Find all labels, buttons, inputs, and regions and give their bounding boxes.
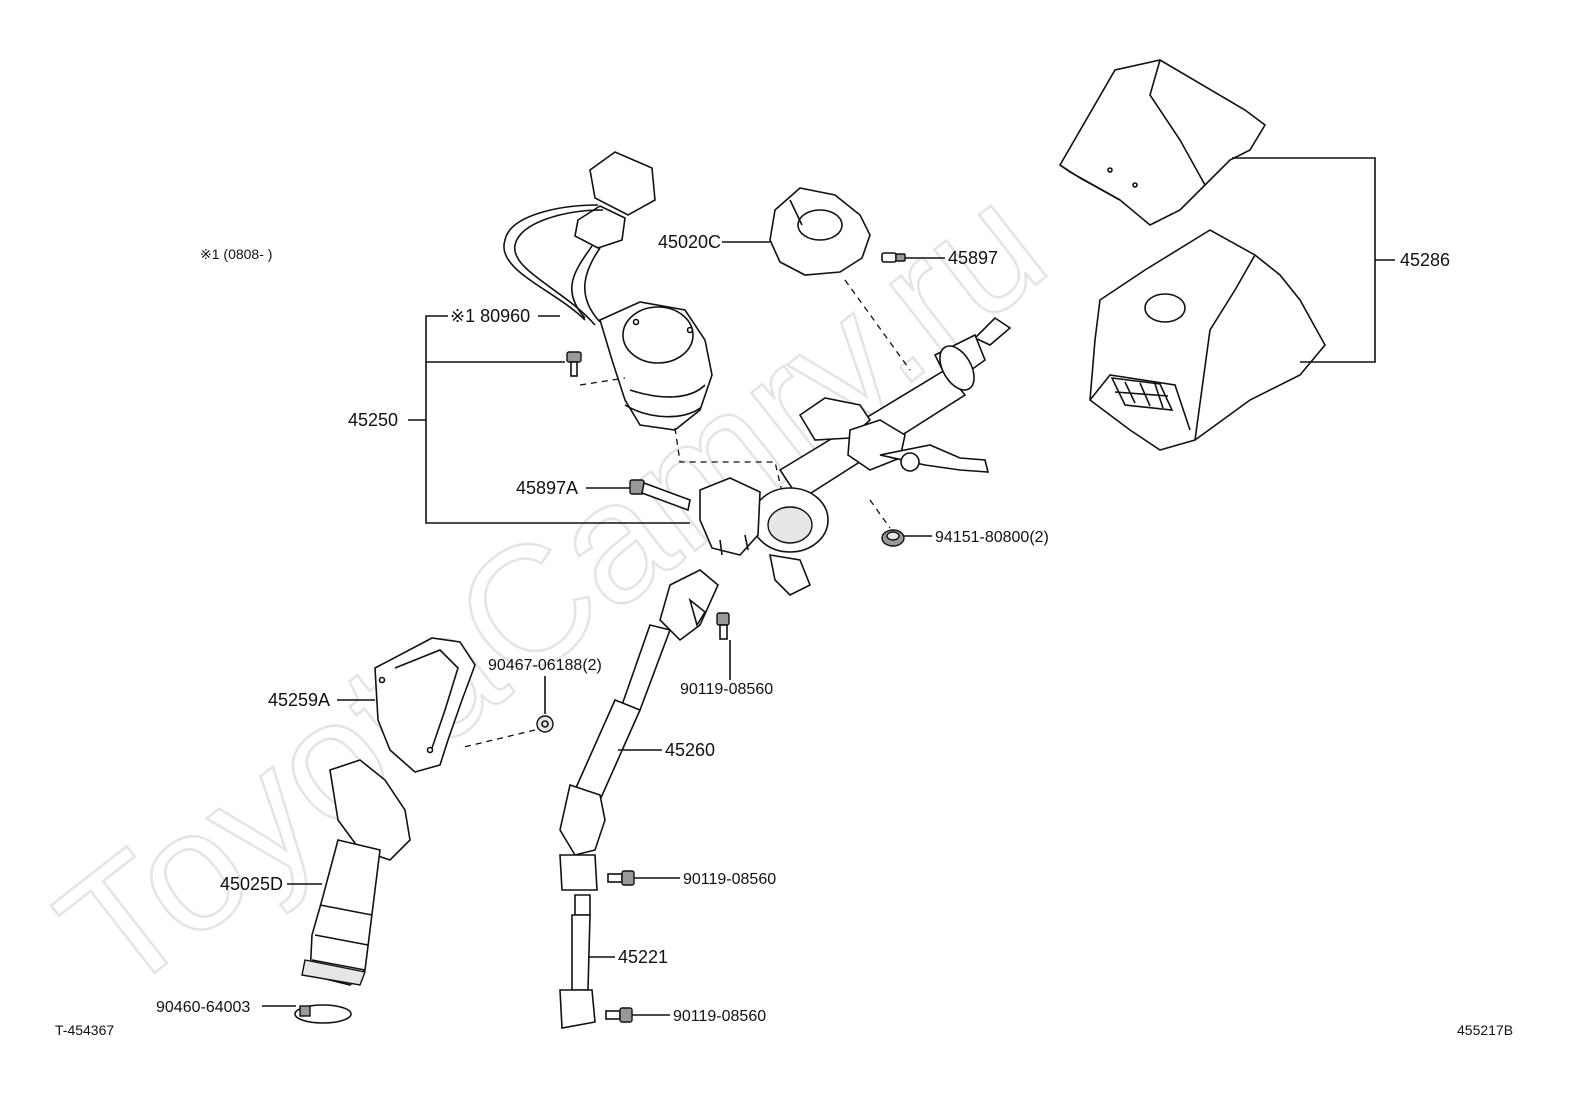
bolt-90119-lower	[605, 1007, 633, 1023]
label-45897: 45897	[948, 248, 998, 268]
hose-clamp-90460	[294, 1004, 352, 1024]
dash-motor-to-column	[674, 427, 791, 526]
leader-45250	[408, 315, 690, 524]
bolt-90119-upper	[716, 612, 730, 640]
label-90460: 90460-64003	[156, 999, 250, 1016]
label-45897A: 45897A	[516, 478, 578, 498]
bolt-90119-middle	[607, 870, 635, 886]
label-90119-lower: 90119-08560	[673, 1008, 766, 1025]
label-90119-upper: 90119-08560	[680, 681, 773, 698]
label-80960: ※1 80960	[450, 306, 530, 326]
lock-housing	[769, 187, 871, 276]
sliding-shaft	[559, 854, 598, 1029]
clip-90467	[536, 715, 554, 733]
image-code-right: 455217B	[1457, 1022, 1513, 1038]
dash-lock-to-column	[844, 279, 911, 371]
label-94151: 94151-80800(2)	[935, 529, 1049, 546]
label-90119-middle: 90119-08560	[683, 871, 776, 888]
label-45259A: 45259A	[268, 690, 330, 710]
column-cover-upper	[1058, 59, 1267, 226]
screw-45897	[881, 252, 906, 263]
dash-cover-45259A	[374, 637, 476, 773]
image-code-left: T-454367	[55, 1022, 114, 1038]
label-45221: 45221	[618, 947, 668, 967]
dash-screw-to-motor	[579, 377, 626, 386]
bolt-45897A	[629, 479, 691, 512]
label-45260: 45260	[665, 740, 715, 760]
label-45020C: 45020C	[658, 232, 721, 252]
label-45250: 45250	[348, 410, 398, 430]
boot-45025D	[301, 759, 411, 986]
wire-harness	[503, 151, 656, 326]
column-cover-lower	[1089, 229, 1326, 451]
label-45286: 45286	[1400, 250, 1450, 270]
leader-45286	[1232, 157, 1395, 363]
nut-94151	[881, 529, 905, 547]
dash-nut	[869, 499, 891, 529]
screw-small-motor	[566, 351, 582, 377]
eps-motor	[599, 301, 713, 431]
dash-clip	[459, 729, 536, 749]
footnote-version: ※1 (0808- )	[200, 246, 272, 262]
watermark: ToyotaCamry.ru	[26, 149, 1078, 1030]
steering-column-assembly	[699, 316, 1012, 596]
label-45025D: 45025D	[220, 874, 283, 894]
intermediate-shaft	[559, 569, 719, 856]
label-90467: 90467-06188(2)	[488, 657, 602, 674]
